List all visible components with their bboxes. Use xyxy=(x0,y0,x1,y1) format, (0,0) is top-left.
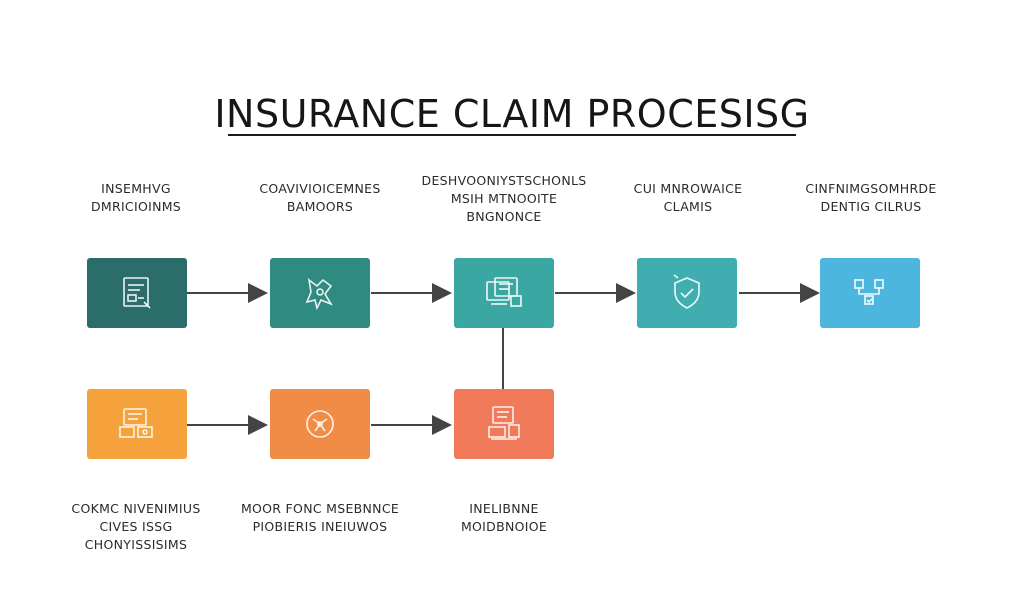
step-1-node xyxy=(87,258,187,328)
step-7-node xyxy=(270,389,370,459)
title-underline xyxy=(228,134,796,136)
document-review-icon xyxy=(486,277,522,307)
step-3-node xyxy=(454,258,554,328)
approval-network-icon xyxy=(854,279,884,305)
damage-inspection-icon xyxy=(305,278,333,311)
step-4-node xyxy=(637,258,737,328)
paperwork-icon xyxy=(119,408,153,438)
step-2-node xyxy=(270,258,370,328)
step-6-node xyxy=(87,389,187,459)
step-5-node xyxy=(820,258,920,328)
step-8-node xyxy=(454,389,554,459)
claim-form-icon xyxy=(123,277,151,309)
diagram-title: INSURANCE CLAIM PROCESISG xyxy=(214,92,810,136)
shield-check-icon xyxy=(673,274,700,309)
assessment-icon xyxy=(306,410,334,438)
settlement-icon xyxy=(488,406,520,440)
